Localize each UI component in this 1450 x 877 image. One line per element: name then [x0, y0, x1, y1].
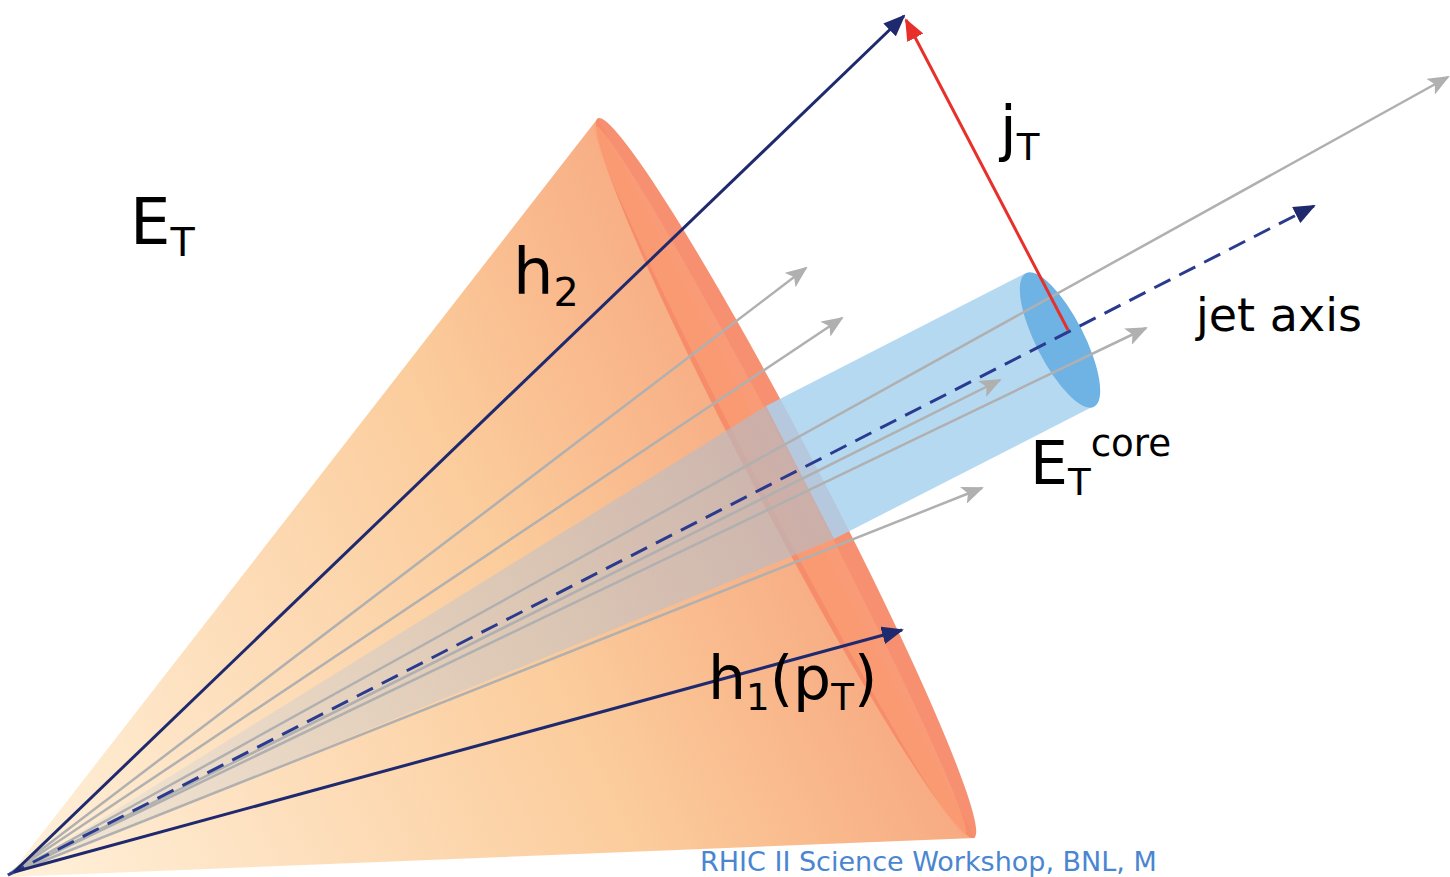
- core-energy-label: ETcore: [1030, 425, 1171, 501]
- axis-label: jet axis: [1196, 292, 1362, 338]
- hadron-label: h2: [513, 240, 579, 313]
- footer-note: RHIC II Science Workshop, BNL, M: [700, 848, 1157, 875]
- transverse-momentum-label: jT: [1000, 98, 1039, 166]
- hadron-label: h1(pT): [708, 648, 877, 716]
- jet-energy-label: ET: [130, 190, 195, 263]
